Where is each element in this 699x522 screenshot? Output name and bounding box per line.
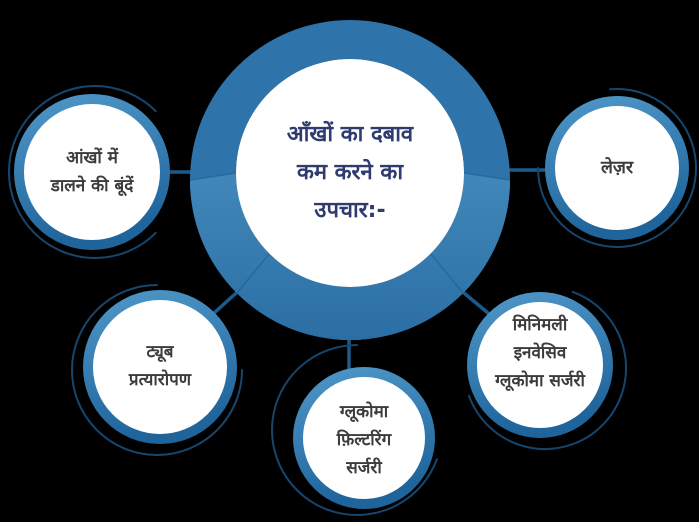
orbit-arc-migs [467,290,627,450]
orbit-arc-laser [537,87,697,248]
node-label-line: आंखों में [66,148,118,168]
node-label-line: फ़िल्टरिंग [336,430,392,450]
node-label-line: सर्जरी [346,458,382,478]
node-label-line: डालने की बूंदें [50,176,134,196]
node-label-line: प्रत्यारोपण [128,370,192,390]
orbit-arc-tube-implant [71,284,243,456]
hub-title: आँखों का दबाव कम करने का उपचार:- [245,116,455,230]
node-circle-migs [467,292,613,438]
orbit-arc-eye-drops [8,85,157,259]
node-label-migs: मिनिमली इनवेसिव ग्लूकोमा सर्जरी [462,311,618,395]
node-label-filtering-surgery: ग्लूकोमा फ़िल्टरिंग सर्जरी [294,398,434,482]
node-filtering-surgery [271,344,438,516]
node-label-tube-implant: ट्यूब प्रत्यारोपण [90,338,230,394]
hub-ring-bottom-segments [190,173,510,340]
node-laser [537,87,697,248]
node-label-line: ट्यूब [146,342,174,362]
hub-segment-seam-west [189,172,237,181]
orbit-arc-filtering-surgery [271,344,438,516]
node-label-eye-drops: आंखों में डालने की बूंदें [17,144,167,200]
node-label-line: इनवेसिव [513,343,567,363]
connector-line-bottom-right [456,286,496,320]
node-label-laser: लेज़र [557,155,677,181]
node-circle-laser [545,96,689,240]
node-migs [467,290,627,450]
hub-title-line: उपचार:- [314,198,386,223]
node-circle-tube-implant [83,290,237,444]
hub-segment-seam-east [463,172,511,181]
hub-segment-seam-southwest [236,253,270,294]
hub-inner-circle [236,59,464,287]
hub-segment-seam-southeast [430,253,464,294]
hub-title-line: आँखों का दबाव [286,122,414,147]
node-label-line: ग्लूकोमा सर्जरी [495,371,585,391]
node-eye-drops [8,85,170,259]
node-circle-filtering-surgery [293,367,435,509]
hub-ring [189,20,511,340]
node-circle-eye-drops [14,94,170,250]
node-label-line: ग्लूकोमा [339,402,389,422]
node-tube-implant [71,284,243,456]
hub-title-line: कम करने का [296,160,404,185]
node-label-line: मिनिमली [512,315,568,335]
node-label-line: लेज़र [600,158,633,178]
